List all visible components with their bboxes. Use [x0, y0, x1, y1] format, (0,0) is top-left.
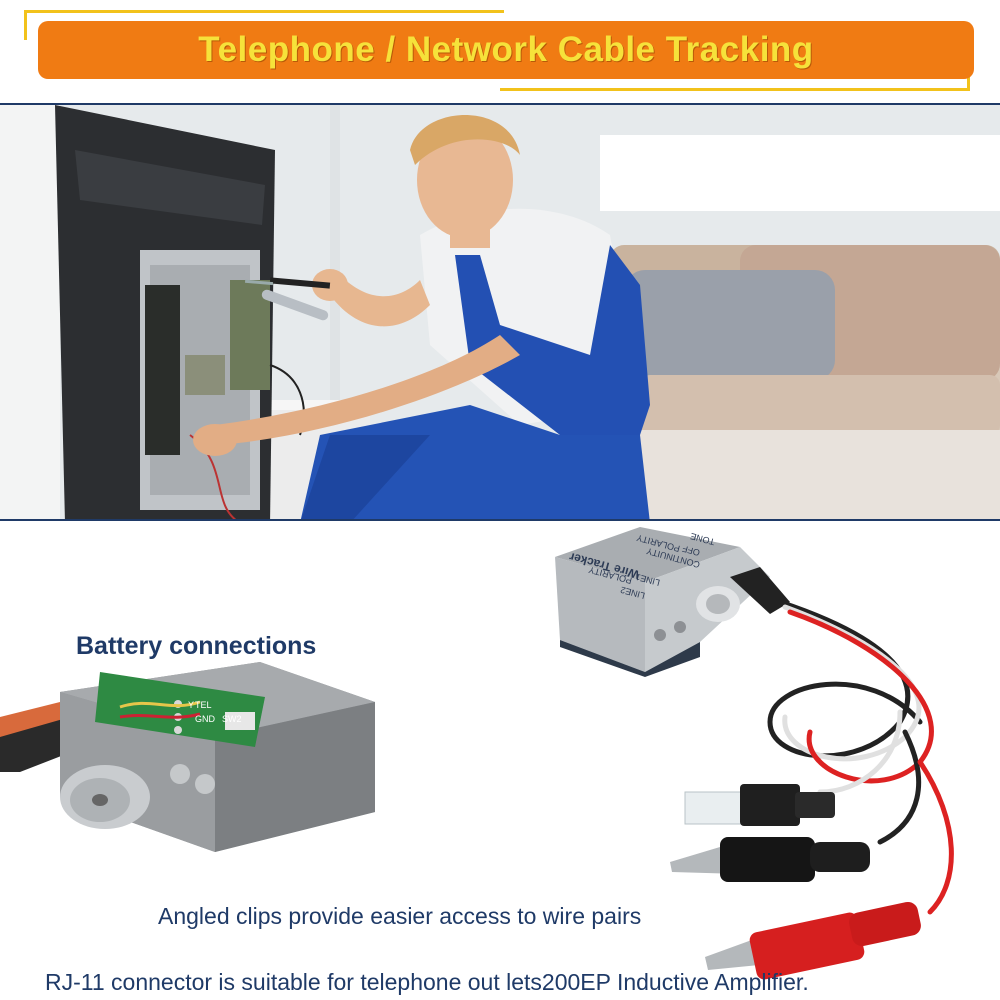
red-alligator-clip: [705, 901, 921, 980]
wire-tracker-device: Wire Tracker TONE OFF POLARITY CONTINUIT…: [555, 527, 790, 677]
banner-frame-top: [24, 10, 504, 13]
banner-frame-left: [24, 10, 27, 40]
banner-title: Telephone / Network Cable Tracking: [198, 30, 814, 69]
battery-connections-title: Battery connections: [76, 632, 317, 660]
black-alligator-clip: [670, 837, 870, 882]
device-mode-off: OFF: [681, 543, 701, 557]
rj11-plug: [684, 784, 835, 826]
test-leads: [767, 599, 954, 915]
banner-frame-bottom: [500, 88, 970, 91]
technician-scene-illustration: [0, 105, 1000, 519]
pcb-label-tel: TEL: [195, 700, 212, 710]
caption-angled-clips: Angled clips provide easier access to wi…: [158, 903, 642, 929]
pcb-label-gnd: GND: [195, 714, 216, 724]
pcb-label-sw2: SW2: [222, 714, 242, 724]
scene-blank-label: [600, 135, 1000, 211]
technician-photo: [0, 103, 1000, 521]
title-banner: Telephone / Network Cable Tracking: [38, 21, 974, 79]
battery-box: Y TEL GND SW2: [0, 662, 375, 852]
caption-rj11-connector: RJ-11 connector is suitable for telephon…: [45, 969, 809, 995]
product-illustration: Y TEL GND SW2 Wire Tracker TONE OFF POLA…: [0, 527, 954, 980]
pcb-label-y: Y: [188, 700, 194, 710]
